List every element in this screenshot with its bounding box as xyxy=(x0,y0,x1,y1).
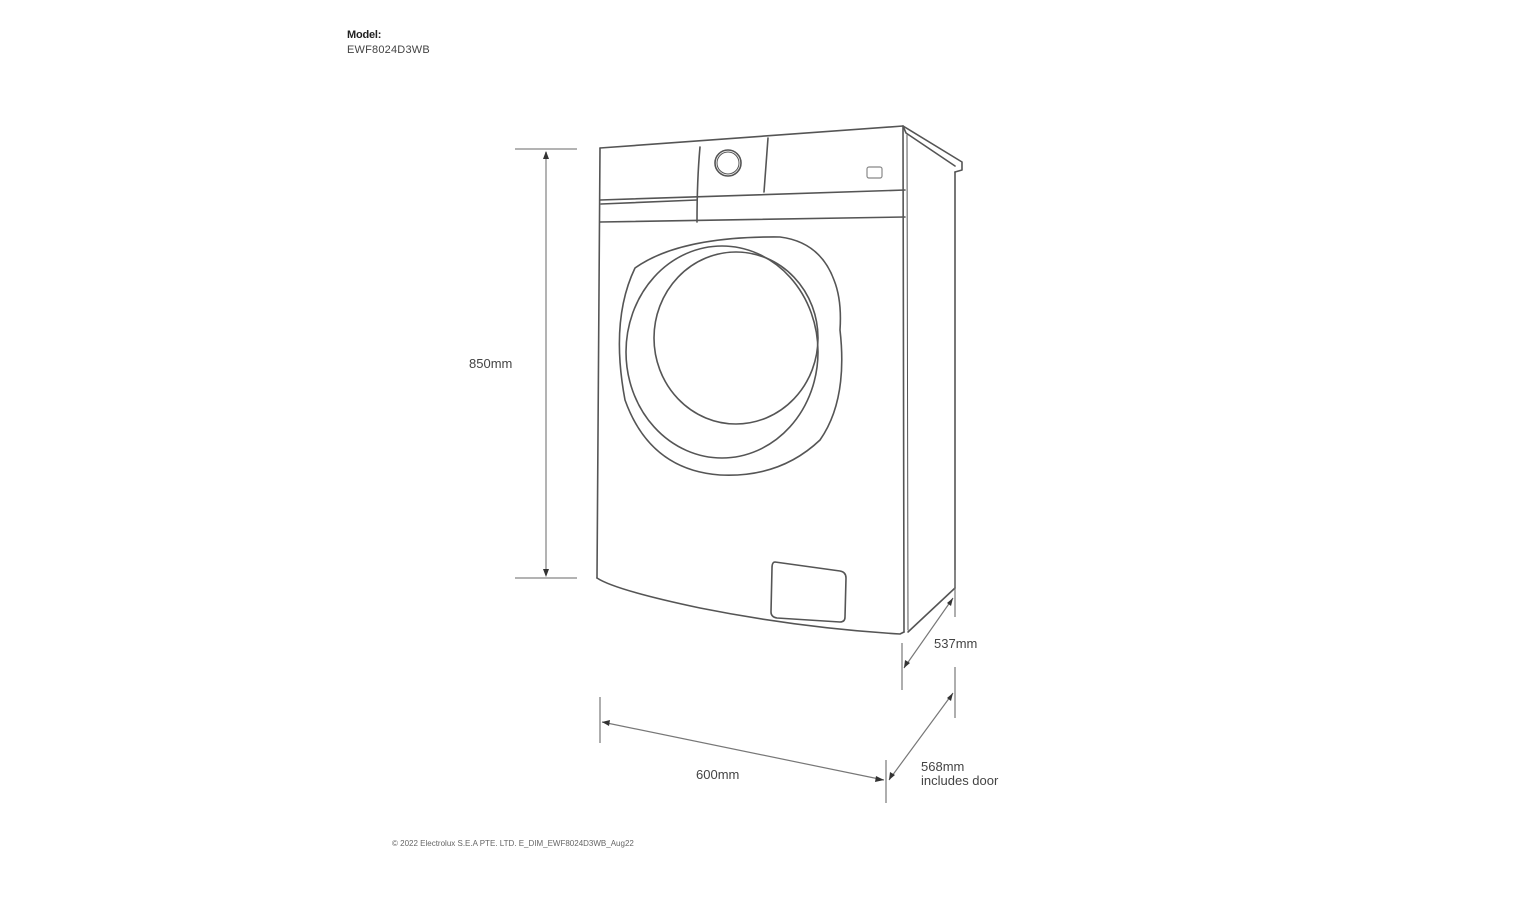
top-edge xyxy=(599,125,963,173)
filter-cover xyxy=(770,561,847,623)
depth-dimension-line xyxy=(903,597,954,669)
depth-with-door-value: 568mm xyxy=(921,759,965,774)
width-dimension-label: 600mm xyxy=(696,767,740,782)
door-ring xyxy=(625,245,819,459)
depth-dimension-label: 537mm xyxy=(934,636,978,651)
height-dimension-label: 850mm xyxy=(469,356,513,371)
front-right-edge xyxy=(902,125,905,633)
copyright-footer: © 2022 Electrolux S.E.A PTE. LTD. E_DIM_… xyxy=(392,839,634,848)
front-bottom-edge xyxy=(596,577,905,635)
width-dimension-line xyxy=(601,721,885,781)
door-glass xyxy=(653,251,819,425)
depth-with-door-label: 568mm includes door xyxy=(921,760,998,788)
depth-with-door-note: includes door xyxy=(921,773,999,788)
front-left-edge xyxy=(596,147,601,579)
model-label: Model: xyxy=(347,29,382,41)
door-outer xyxy=(618,236,843,477)
model-number: EWF8024D3WB xyxy=(347,44,430,56)
depth-door-dimension-line xyxy=(888,692,954,781)
